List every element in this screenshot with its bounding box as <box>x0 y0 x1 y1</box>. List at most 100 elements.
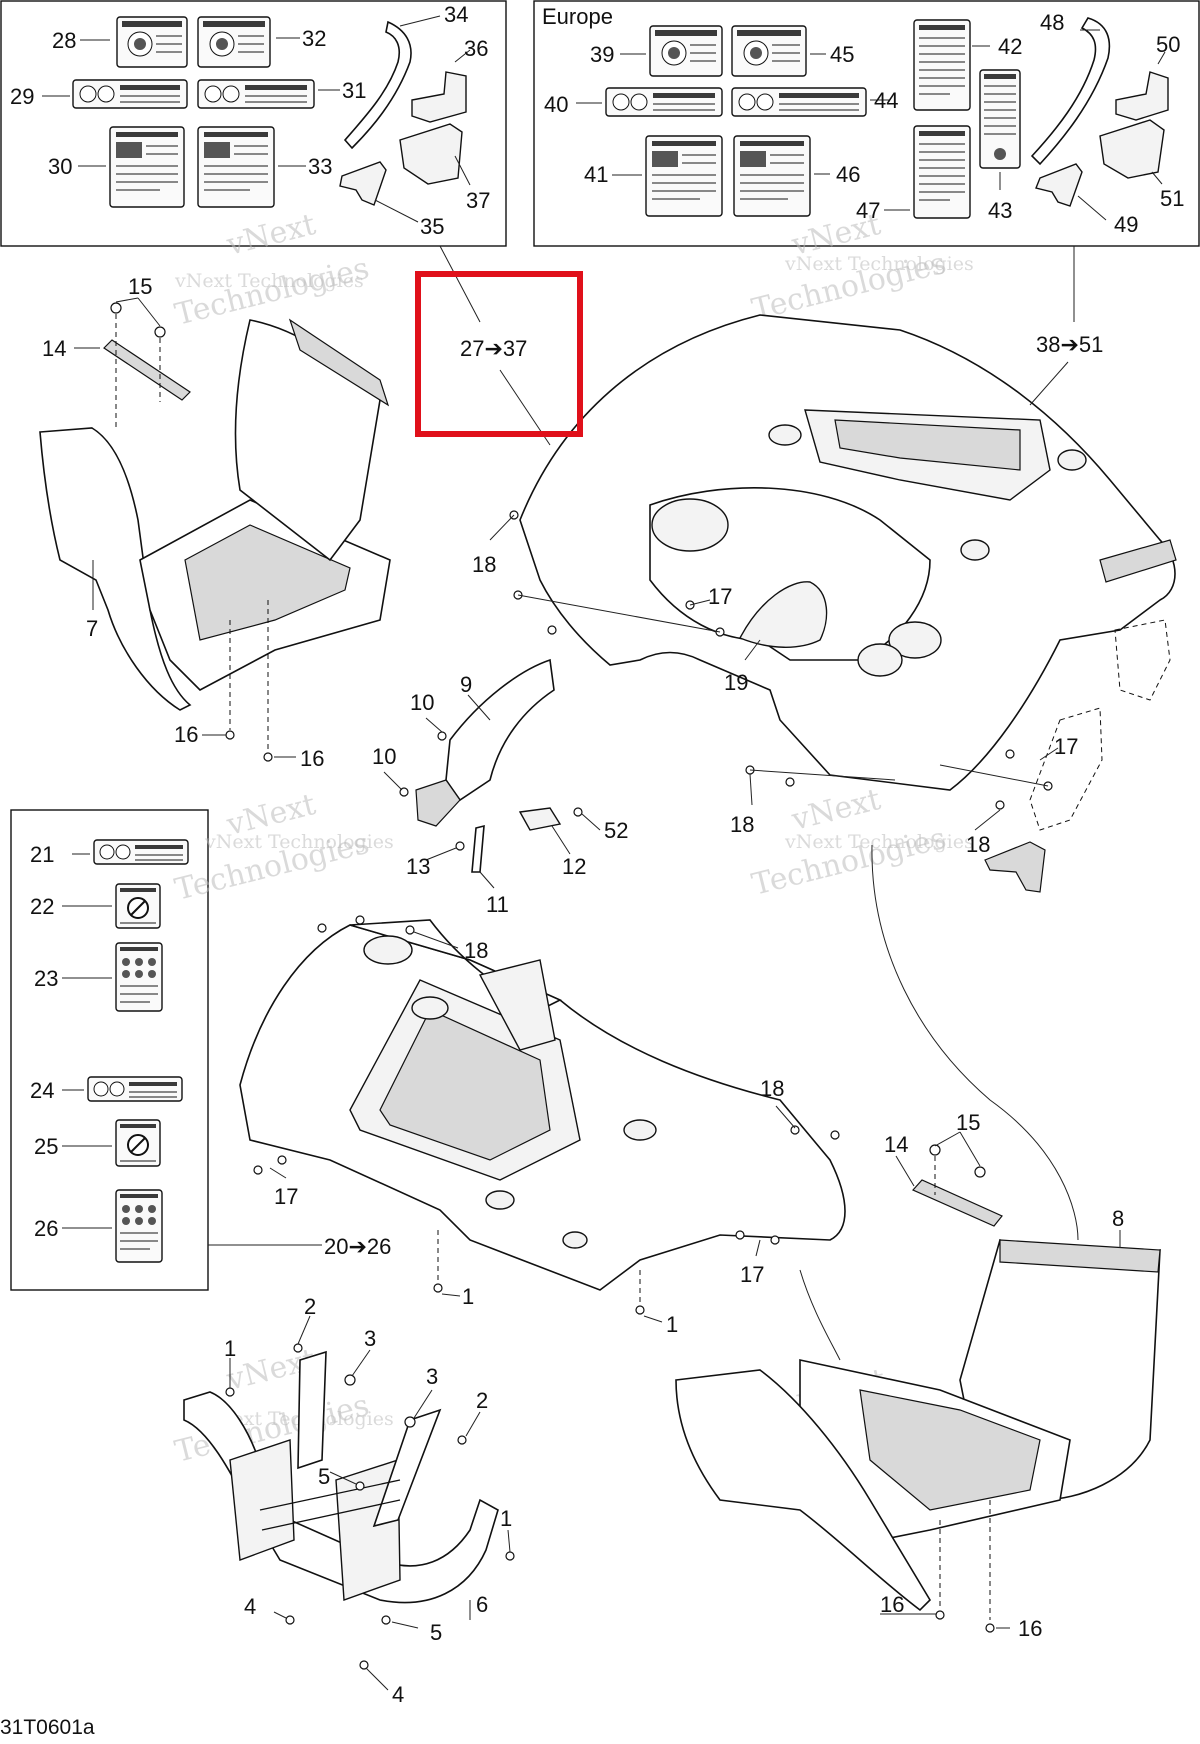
callout-1-c: 1 <box>224 1336 236 1361</box>
decal-47 <box>913 125 971 219</box>
leader-lines <box>42 15 1166 1691</box>
callout-1-a: 1 <box>462 1284 474 1309</box>
decal-22 <box>115 883 161 929</box>
watermark-vnext-4: vNext <box>787 782 884 838</box>
callout-9: 9 <box>460 672 472 697</box>
step-plate-14-right <box>912 1179 1003 1227</box>
nut-17-front-d <box>277 1155 287 1165</box>
screw-18-front-a <box>317 923 327 933</box>
decal-39 <box>649 25 723 77</box>
frames <box>0 0 1200 1291</box>
callout-7: 7 <box>86 616 98 641</box>
rear-storage-recess <box>834 419 1021 471</box>
front-hole-a <box>363 935 413 965</box>
step-plate-14-left <box>103 339 191 401</box>
bracket-9 <box>445 658 555 802</box>
callout-17-d: 17 <box>740 1262 764 1287</box>
bumper-crossbar <box>261 1499 401 1531</box>
callout-48: 48 <box>1040 10 1064 35</box>
callout-35: 35 <box>420 214 444 239</box>
decal-40 <box>605 87 723 117</box>
nut-1-front-a <box>433 1283 443 1293</box>
nut-3-b <box>404 1416 416 1428</box>
callout-3-b: 3 <box>426 1364 438 1389</box>
watermark-line-1: vNext Technologies <box>174 270 364 292</box>
rear-hole-a <box>768 424 802 446</box>
bumper-crossbar <box>259 1479 401 1511</box>
screw-18-rear-c <box>547 625 557 635</box>
callout-17-c: 17 <box>274 1184 298 1209</box>
screw-18-front-e <box>830 1130 840 1140</box>
screw-10-a <box>437 731 447 741</box>
callout-44: 44 <box>874 88 898 113</box>
callout-17-a: 17 <box>708 584 732 609</box>
screw-13 <box>455 841 465 851</box>
decal-41 <box>645 135 723 217</box>
leader <box>939 764 1049 787</box>
decal-45 <box>731 25 807 77</box>
screw-5-a <box>355 1481 365 1491</box>
decal-kit-frame-europe <box>533 0 1200 247</box>
callout-18-e: 18 <box>760 1076 784 1101</box>
callout-16-left-b: 16 <box>300 746 324 771</box>
callout-40: 40 <box>544 92 568 117</box>
callout-41: 41 <box>584 162 608 187</box>
nut-17-front-c <box>253 1165 263 1175</box>
front-bumper-assembly <box>183 1343 515 1670</box>
callout-12: 12 <box>562 854 586 879</box>
callout-50: 50 <box>1156 32 1180 57</box>
leader <box>517 594 721 633</box>
callout-49: 49 <box>1114 212 1138 237</box>
screw-52 <box>573 807 583 817</box>
callout-42: 42 <box>998 34 1022 59</box>
screw-18-front-c <box>405 925 415 935</box>
callout-2-a: 2 <box>304 1294 316 1319</box>
screw-15-right-a <box>929 1144 941 1156</box>
callout-31: 31 <box>342 78 366 103</box>
decal-kit-20-26 <box>87 839 189 1263</box>
callout-23: 23 <box>34 966 58 991</box>
decal-kit-frame-front <box>10 809 209 1291</box>
callout-34: 34 <box>444 2 468 27</box>
decal-26 <box>115 1189 163 1263</box>
region-title-europe: Europe <box>542 4 613 29</box>
watermark-vnext-1: vNext <box>222 207 319 263</box>
nut-16-left-a <box>225 730 235 740</box>
decal-32 <box>197 16 271 68</box>
nut-17-front-b <box>770 1235 780 1245</box>
rear-flap-ghost <box>984 841 1046 893</box>
callout-45: 45 <box>830 42 854 67</box>
decal-33 <box>197 126 275 208</box>
rear-hole-b <box>960 539 990 561</box>
front-hole-d <box>485 1190 515 1210</box>
rear-hole-c <box>1057 449 1087 471</box>
nut-16-left-b <box>263 752 273 762</box>
nut-17-rear-c <box>1005 749 1015 759</box>
screw-18-front-b <box>355 915 365 925</box>
callout-37: 37 <box>466 188 490 213</box>
nut-3-a <box>344 1374 356 1386</box>
nut-1-front-b <box>635 1305 645 1315</box>
bracket-12 <box>518 807 562 831</box>
highlight-box-27-37 <box>415 271 583 437</box>
callout-22: 22 <box>30 894 54 919</box>
decal-29 <box>72 79 188 109</box>
callout-19: 19 <box>724 670 748 695</box>
callout-11: 11 <box>486 892 509 917</box>
callout-14-right: 14 <box>884 1132 908 1157</box>
callout-30: 30 <box>48 154 72 179</box>
callout-8: 8 <box>1112 1206 1124 1231</box>
screw-18-rear-f <box>995 800 1005 810</box>
callout-18-a: 18 <box>472 552 496 577</box>
callout-1-b: 1 <box>666 1312 678 1337</box>
rear-trim-ghost <box>1029 707 1103 831</box>
front-hole-c <box>623 1119 657 1141</box>
callout-5-b: 5 <box>430 1620 442 1645</box>
image-code: 31T0601a <box>0 1716 95 1739</box>
screw-18-rear-e <box>785 777 795 787</box>
range-27-37: 27➔37 <box>460 336 527 361</box>
left-footwell-assembly <box>39 302 391 762</box>
callout-15-right: 15 <box>956 1110 980 1135</box>
callout-18-c: 18 <box>966 832 990 857</box>
